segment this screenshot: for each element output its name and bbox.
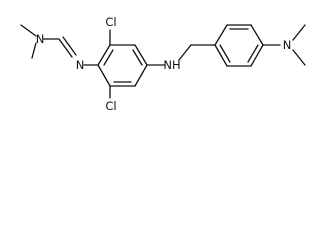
atom-cl-bottom: Cl — [105, 99, 116, 113]
bond-nme-down-left — [31, 42, 37, 59]
ring1-bond-1 — [97, 44, 111, 66]
bond-nh-ch2 — [178, 44, 192, 61]
ring2-bond-6 — [214, 44, 228, 67]
bond-right-n-methyl-up — [292, 24, 306, 41]
bond-right-n-methyl-down — [292, 49, 306, 66]
ring2-bond-1 — [214, 24, 228, 46]
atom-n-dimethyl-left: N — [36, 32, 45, 46]
ring2-bond-3 — [250, 24, 264, 46]
atom-cl-top: Cl — [105, 15, 116, 29]
atom-labels: N N Cl Cl NH N — [36, 15, 292, 113]
ring2-inner-2 — [247, 44, 259, 63]
bond-ch-n-double-1 — [58, 38, 73, 58]
bond-ch-n-double-2 — [62, 36, 77, 56]
ring1-bond-4 — [134, 64, 148, 87]
atom-nh-amine: NH — [163, 58, 180, 72]
ring2-bond-4 — [250, 44, 264, 67]
atom-n-dimethyl-right: N — [283, 38, 292, 52]
ring2-inner-3 — [219, 44, 231, 63]
ring1-bond-3 — [134, 44, 148, 66]
ring1-inner-1 — [103, 49, 114, 66]
bond-nme-up-left — [20, 24, 37, 37]
atom-n-imine: N — [76, 58, 85, 72]
ring1-inner-2 — [132, 49, 143, 66]
chemical-structure: N N Cl Cl NH N — [20, 15, 306, 113]
ring1-bond-6 — [97, 64, 111, 87]
bonds — [20, 24, 306, 99]
